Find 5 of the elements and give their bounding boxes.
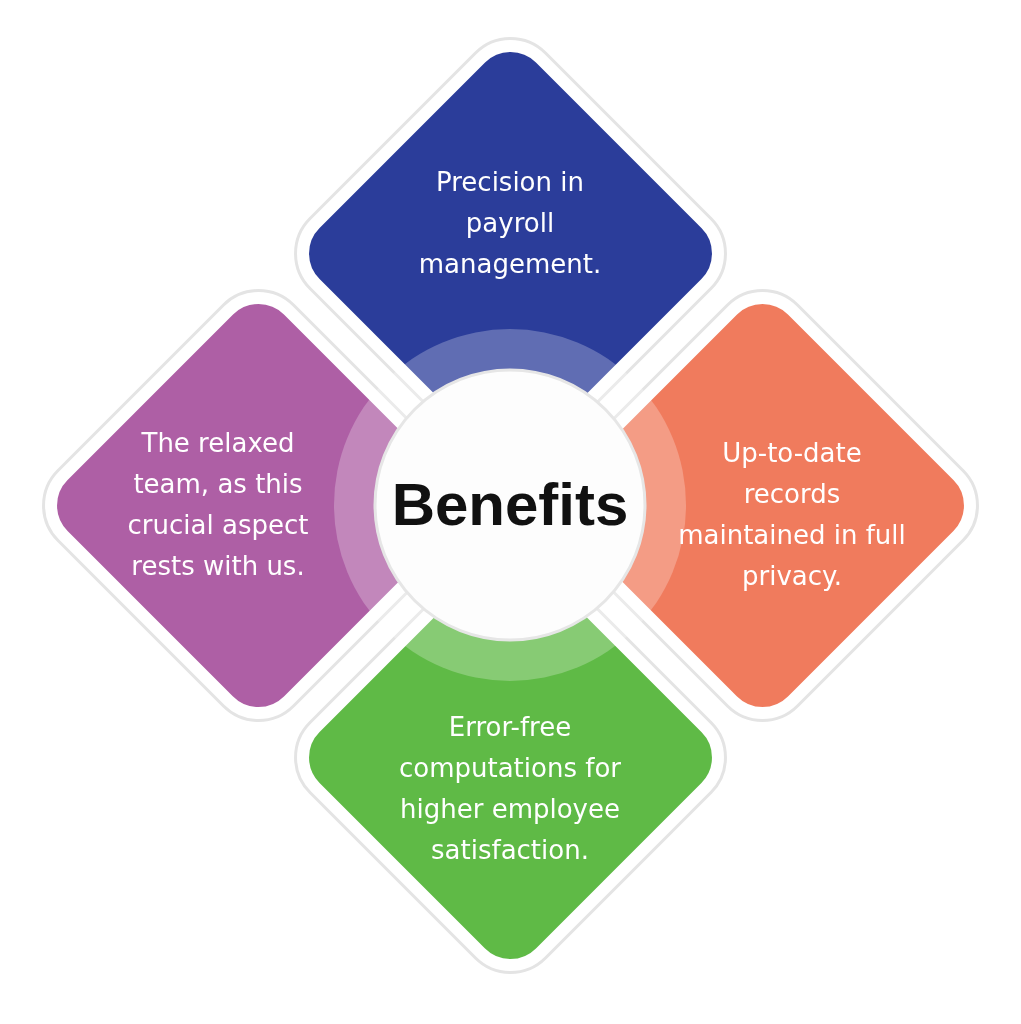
benefit-text: Precision in payroll management. xyxy=(417,165,603,281)
benefit-text: The relaxed team, as this crucial aspect rests with us. xyxy=(126,427,310,583)
benefit-text: Up-to-date records maintained in full privacy. xyxy=(677,437,907,593)
benefit-text: Error-free computations for higher employee satisfaction. xyxy=(398,711,622,867)
hub-title: Benefits xyxy=(391,470,629,540)
